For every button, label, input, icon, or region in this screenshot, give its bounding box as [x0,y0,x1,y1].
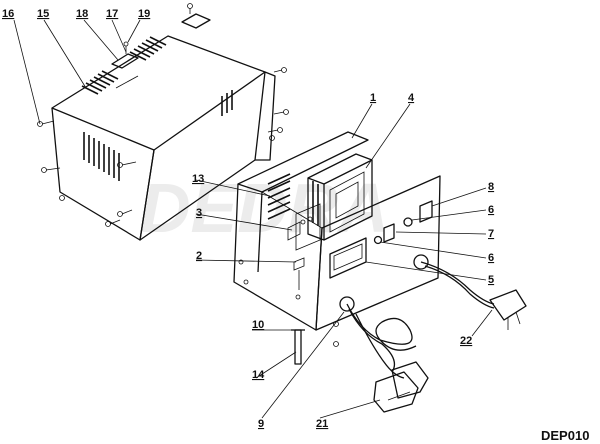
output-cable [346,303,429,413]
callout-5: 5 [488,274,494,286]
cover-screws [37,3,289,227]
clamp-black [373,371,419,413]
callout-22: 22 [460,335,472,347]
callout-1: 1 [370,92,376,104]
callout-16: 16 [2,8,14,20]
callout-14: 14 [252,369,265,381]
callout-19: 19 [138,8,150,20]
callout-7: 7 [488,228,494,240]
cover [37,3,289,241]
clamp-red [391,361,429,399]
callout-3: 3 [196,207,202,219]
drawing-code: DEP010 [541,428,589,443]
callout-6a: 6 [488,204,494,216]
callout-15: 15 [37,8,49,20]
callout-17: 17 [106,8,118,20]
indicator-lamp [403,217,413,227]
bolt [291,329,339,365]
callout-13: 13 [192,173,204,185]
callouts: 16 15 18 17 19 1 4 13 3 8 6 7 2 6 5 10 2… [2,8,494,430]
chassis-side-vents [267,173,291,220]
cover-side-vents [83,90,233,181]
callout-6b: 6 [488,252,494,264]
fuse-holder [373,235,383,245]
plug [489,289,527,321]
leader-lines [13,19,493,419]
callout-9: 9 [258,418,264,430]
mains-cord [420,261,527,330]
chassis [233,131,441,331]
input-gland [413,254,429,270]
transformer [287,153,373,290]
callout-8: 8 [488,181,494,193]
callout-4: 4 [408,92,415,104]
selector-switch [383,223,395,243]
callout-21: 21 [316,418,328,430]
callout-2: 2 [196,250,202,262]
output-gland [339,296,355,312]
watermark: DEDRA [140,169,389,247]
callout-18: 18 [76,8,88,20]
cover-top-vents [81,36,167,95]
callout-10: 10 [252,319,264,331]
